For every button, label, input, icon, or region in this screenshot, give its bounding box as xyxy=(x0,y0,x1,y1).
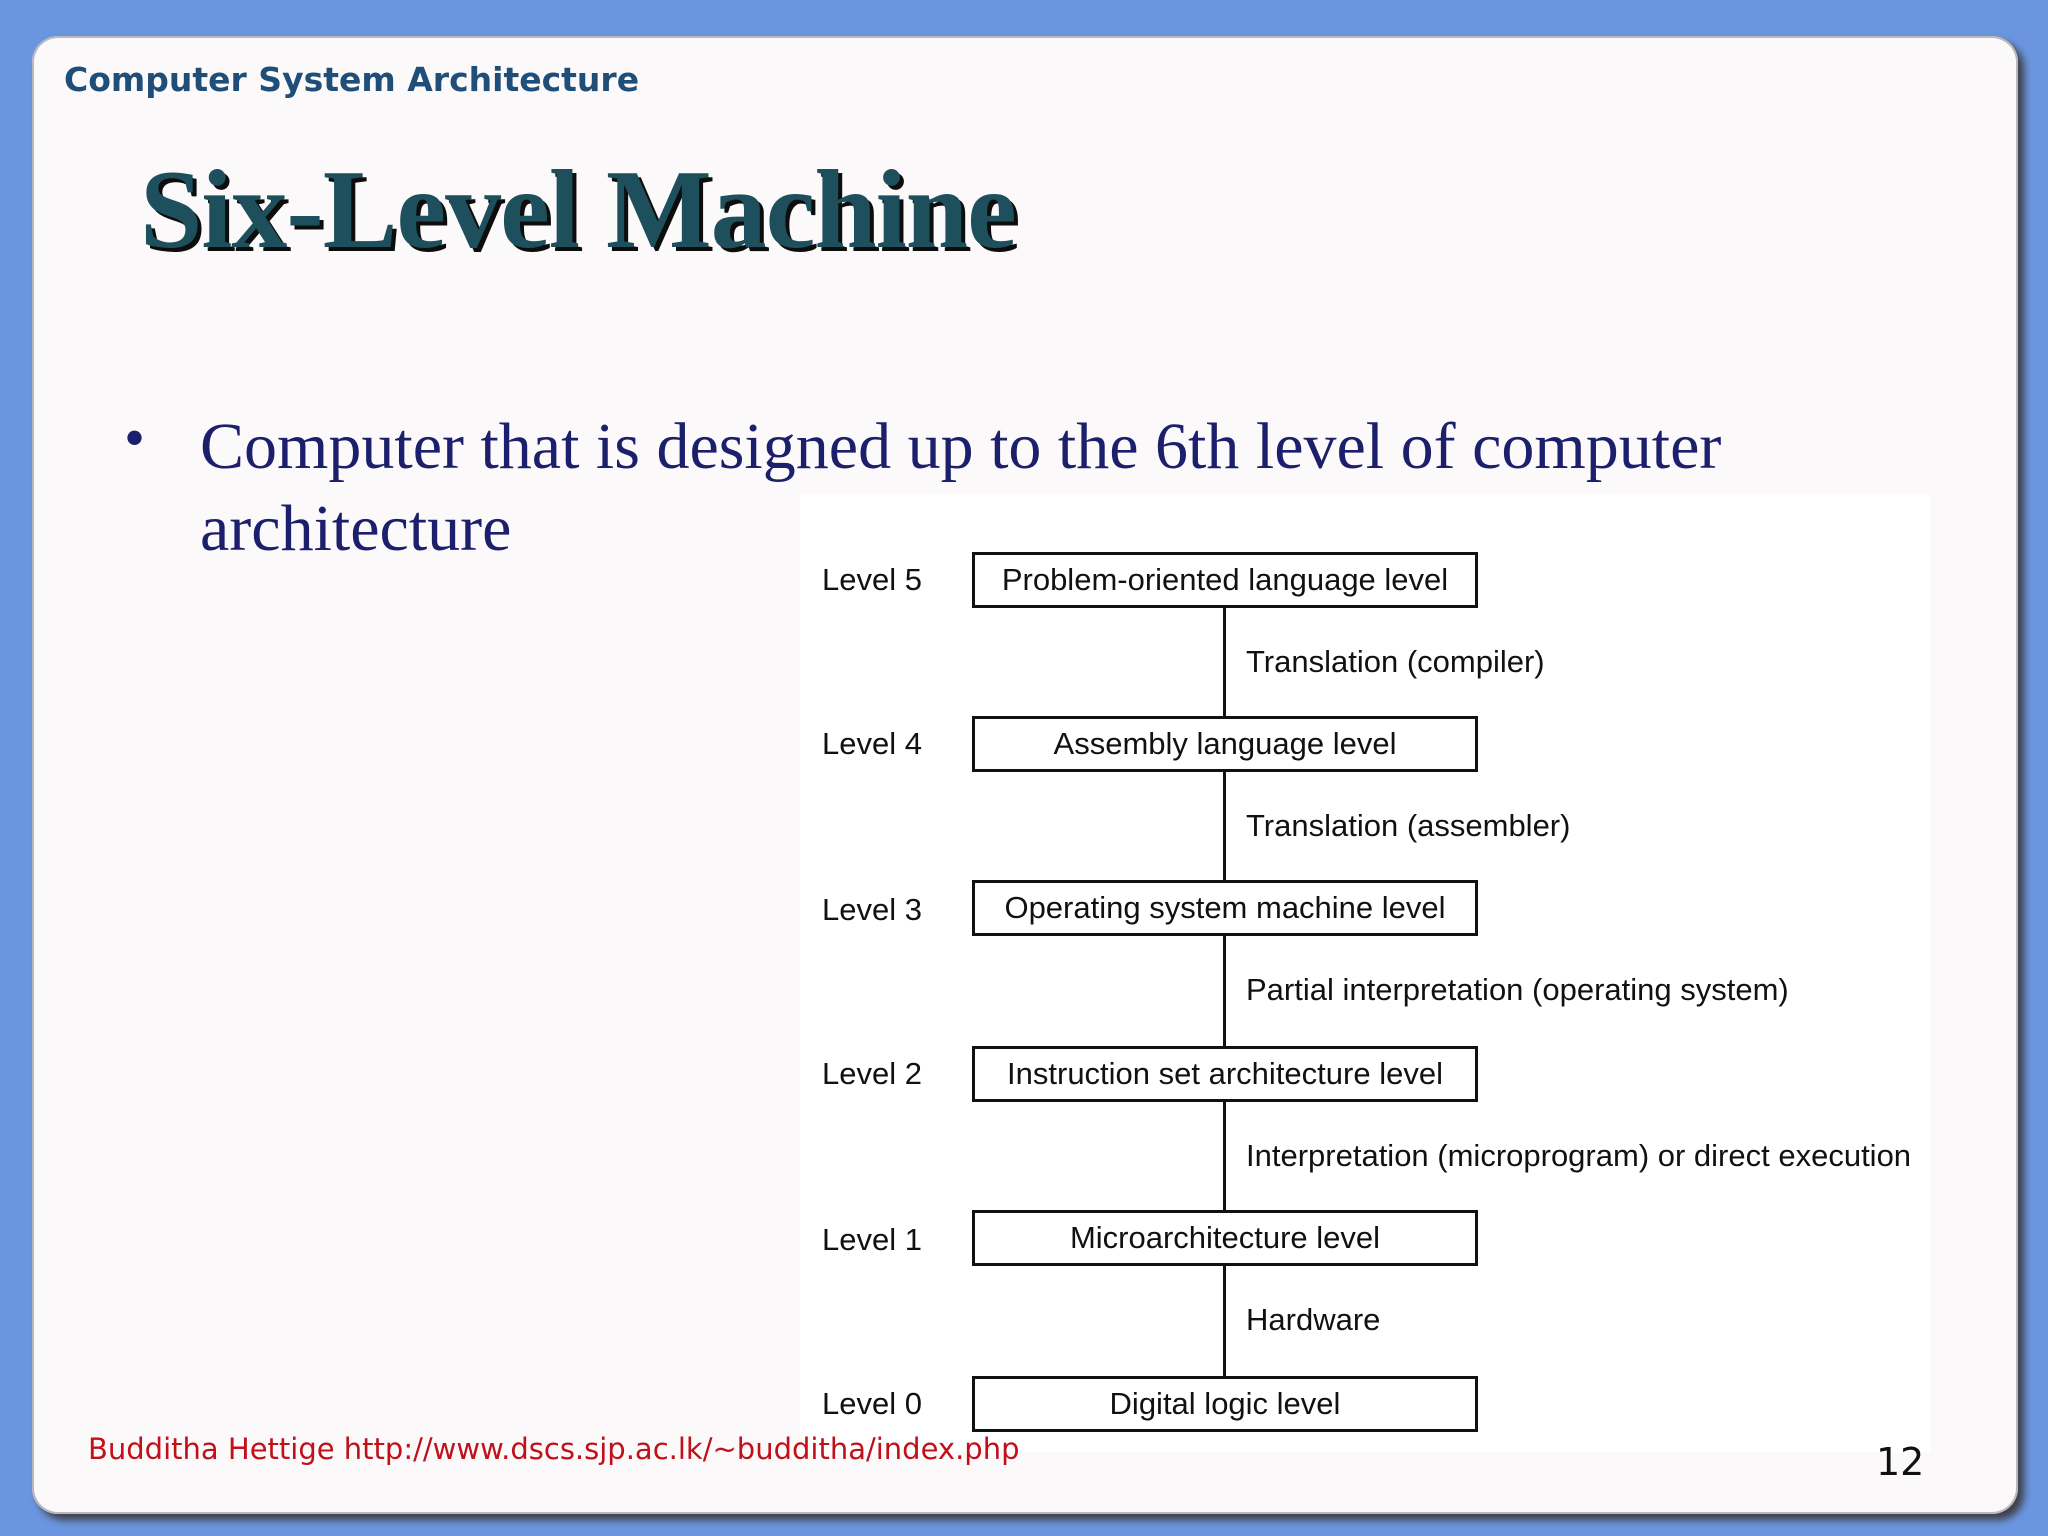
connector-2-1 xyxy=(1223,1102,1226,1210)
transition-3-2: Partial interpretation (operating system… xyxy=(1246,972,1789,1007)
transition-2-1: Interpretation (microprogram) or direct … xyxy=(1246,1138,1912,1173)
connector-3-2 xyxy=(1223,936,1226,1046)
level-4-label: Level 4 xyxy=(822,726,922,761)
level-3-label: Level 3 xyxy=(822,892,922,927)
transition-4-3: Translation (assembler) xyxy=(1246,808,1571,843)
transition-5-4: Translation (compiler) xyxy=(1246,644,1545,679)
level-3-box: Operating system machine level xyxy=(972,880,1478,936)
level-5-label: Level 5 xyxy=(822,562,922,597)
level-1-label: Level 1 xyxy=(822,1222,922,1257)
level-2-label: Level 2 xyxy=(822,1056,922,1091)
bullet-marker: • xyxy=(124,405,146,471)
connector-1-0 xyxy=(1223,1266,1226,1376)
level-2-box: Instruction set architecture level xyxy=(972,1046,1478,1102)
transition-1-0: Hardware xyxy=(1246,1302,1381,1337)
six-level-diagram: Level 5 Problem-oriented language level … xyxy=(800,494,1930,1452)
slide: Computer System Architecture Six-Level M… xyxy=(32,36,2018,1514)
slide-title: Six-Level Machine xyxy=(140,148,1017,272)
level-4-box: Assembly language level xyxy=(972,716,1478,772)
footer-credit: Budditha Hettige http://www.dscs.sjp.ac.… xyxy=(88,1432,1020,1466)
page-number: 12 xyxy=(1876,1440,1925,1484)
level-5-box: Problem-oriented language level xyxy=(972,552,1478,608)
level-0-box: Digital logic level xyxy=(972,1376,1478,1432)
connector-4-3 xyxy=(1223,772,1226,880)
level-1-box: Microarchitecture level xyxy=(972,1210,1478,1266)
connector-5-4 xyxy=(1223,608,1226,718)
bullet-text: Computer that is designed up to the 6th … xyxy=(200,410,1722,565)
level-0-label: Level 0 xyxy=(822,1386,922,1421)
course-title: Computer System Architecture xyxy=(64,60,640,99)
